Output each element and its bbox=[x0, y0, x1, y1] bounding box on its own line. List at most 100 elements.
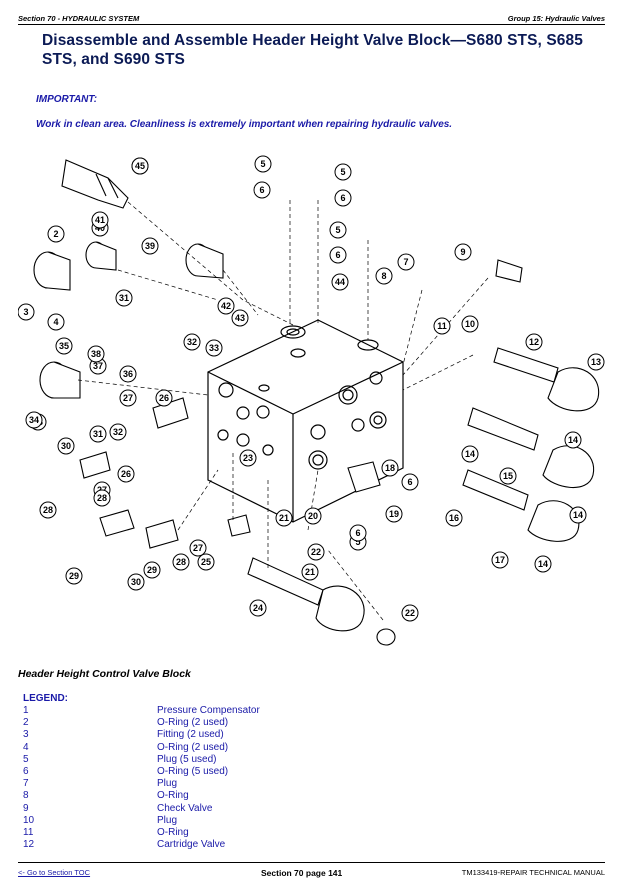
legend-item-number: 12 bbox=[23, 839, 35, 851]
callout-circle bbox=[217, 297, 235, 315]
callout-number: 26 bbox=[121, 469, 131, 479]
callout-circle bbox=[329, 221, 347, 239]
callout-circle bbox=[183, 333, 201, 351]
callout-number: 10 bbox=[465, 319, 475, 329]
callout-number: 5 bbox=[340, 167, 345, 177]
valve-block-exploded-diagram: 1234555566666789101112131414141415161718… bbox=[17, 150, 608, 660]
callout-number: 14 bbox=[538, 559, 548, 569]
important-text: Work in clean area. Cleanliness is extre… bbox=[36, 119, 453, 130]
legend-item-number: 2 bbox=[23, 717, 29, 729]
callout-number: 27 bbox=[193, 543, 203, 553]
section-label: Section 70 - HYDRAULIC SYSTEM bbox=[18, 14, 140, 23]
callout-circle bbox=[491, 551, 509, 569]
callout-number: 37 bbox=[93, 361, 103, 371]
callout-circle bbox=[117, 465, 135, 483]
callout-number: 43 bbox=[235, 313, 245, 323]
callout-circle bbox=[385, 505, 403, 523]
callout-number: 6 bbox=[259, 185, 264, 195]
callout-circle bbox=[433, 317, 451, 335]
callout-circle bbox=[47, 225, 65, 243]
callout-circle bbox=[349, 524, 367, 542]
callout-number: 28 bbox=[43, 505, 53, 515]
legend-item-number: 5 bbox=[23, 753, 29, 765]
callout-number: 9 bbox=[460, 247, 465, 257]
callout-number: 21 bbox=[279, 513, 289, 523]
callout-number: 45 bbox=[135, 161, 145, 171]
callout-number: 13 bbox=[591, 357, 601, 367]
callout-circle bbox=[253, 181, 271, 199]
callout-number: 33 bbox=[209, 343, 219, 353]
section-toc-link[interactable]: <- Go to Section TOC bbox=[18, 868, 91, 877]
callout-circle bbox=[47, 313, 65, 331]
callout-circle bbox=[57, 437, 75, 455]
callout-circle bbox=[254, 155, 272, 173]
callout-circle bbox=[239, 449, 257, 467]
legend-item-number: 3 bbox=[23, 729, 29, 741]
callout-circle bbox=[525, 333, 543, 351]
callout-number: 14 bbox=[568, 435, 578, 445]
legend-item-number: 11 bbox=[23, 826, 34, 838]
callout-circle bbox=[249, 599, 267, 617]
callout-circle bbox=[301, 563, 319, 581]
figure-caption: Header Height Control Valve Block bbox=[18, 668, 191, 680]
callout-circle bbox=[155, 389, 173, 407]
callout-number: 4 bbox=[53, 317, 58, 327]
callout-number: 21 bbox=[305, 567, 315, 577]
callout-circle bbox=[329, 246, 347, 264]
callout-number: 3 bbox=[23, 307, 28, 317]
callout-number: 39 bbox=[145, 241, 155, 251]
legend-item-number: 7 bbox=[23, 778, 29, 790]
callout-number: 11 bbox=[437, 321, 447, 331]
callout-number: 8 bbox=[381, 271, 386, 281]
callout-circle bbox=[231, 309, 249, 327]
callout-circle bbox=[131, 157, 149, 175]
callout-circle bbox=[143, 561, 161, 579]
callout-number: 25 bbox=[201, 557, 211, 567]
callout-number: 28 bbox=[176, 557, 186, 567]
legend-item-description: Plug (5 used) bbox=[157, 753, 217, 765]
callout-circle bbox=[304, 507, 322, 525]
callout-number: 42 bbox=[221, 301, 231, 311]
callout-number: 18 bbox=[385, 463, 395, 473]
legend-item-description: O-Ring bbox=[157, 790, 189, 802]
legend-item-description: O-Ring (5 used) bbox=[157, 765, 229, 777]
callout-number: 7 bbox=[403, 257, 408, 267]
callout-circle bbox=[127, 573, 145, 591]
callout-circle bbox=[109, 423, 127, 441]
callout-circle bbox=[205, 339, 223, 357]
callout-number: 6 bbox=[340, 193, 345, 203]
legend-item-number: 1 bbox=[23, 705, 29, 716]
callout-number: 30 bbox=[131, 577, 141, 587]
valve-block-body bbox=[207, 319, 404, 523]
legend-item-description: O-Ring (2 used) bbox=[157, 717, 229, 729]
callout-number: 36 bbox=[123, 369, 133, 379]
legend-item-number: 4 bbox=[23, 741, 29, 753]
callout-circle bbox=[189, 539, 207, 557]
callout-number: 15 bbox=[503, 471, 513, 481]
callout-number: 16 bbox=[449, 513, 459, 523]
callout-number: 29 bbox=[147, 565, 157, 575]
callout-circle bbox=[564, 431, 582, 449]
callout-circle bbox=[115, 289, 133, 307]
callout-number: 20 bbox=[308, 511, 318, 521]
page-header: Section 70 - HYDRAULIC SYSTEM Group 15: … bbox=[18, 10, 605, 24]
legend-item-description: O-Ring bbox=[157, 826, 189, 838]
callout-circle bbox=[375, 267, 393, 285]
callout-circle bbox=[119, 389, 137, 407]
callout-number: 26 bbox=[159, 393, 169, 403]
page-number: Section 70 page 141 bbox=[261, 868, 343, 878]
callout-number: 32 bbox=[113, 427, 123, 437]
callout-circle bbox=[119, 365, 137, 383]
callout-circle bbox=[275, 509, 293, 527]
callout-circle bbox=[461, 445, 479, 463]
diagram-svg: 1234555566666789101112131414141415161718… bbox=[17, 155, 605, 646]
callout-number: 6 bbox=[335, 250, 340, 260]
callout-number: 22 bbox=[405, 608, 415, 618]
